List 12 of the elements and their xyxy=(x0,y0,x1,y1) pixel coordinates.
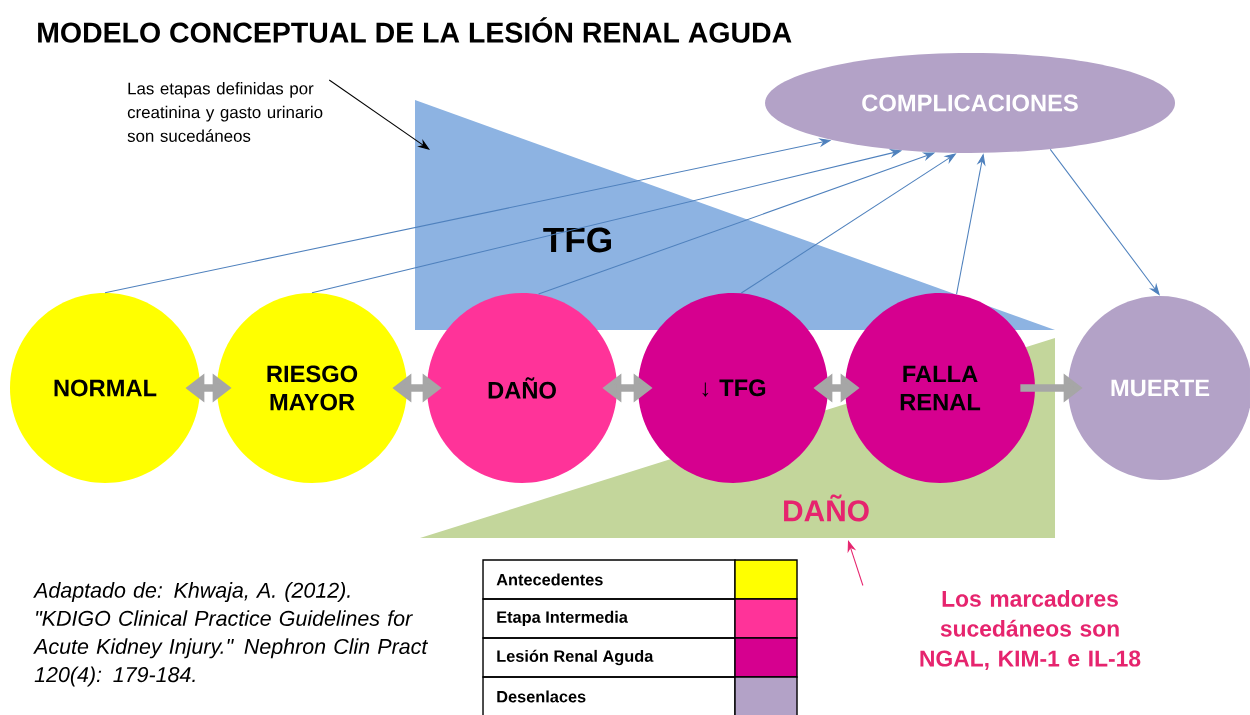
note-text: Las etapas definidas por creatinina y gasto urinario son sucedáneos xyxy=(127,82,323,142)
title: MODELO CONCEPTUAL DE LA LESIÓN RENAL AGUDA xyxy=(38,17,792,43)
legend-label: Desenlaces xyxy=(482,676,736,715)
note-text: Los marcadores sucedáneos son NGAL, KIM-1 e IL-18 xyxy=(920,590,1141,670)
band-label: TFG xyxy=(543,227,611,253)
legend-label: Antecedentes xyxy=(482,559,736,600)
arrow xyxy=(847,540,864,586)
band-label: DAÑO xyxy=(784,494,869,522)
citation-text: Adaptado de: Khwaja, A. (2012). "KDIGO Clinical Practice Guidelines for Acute Kidney Injury." Nephron Clin Pract 120(4): 179-184. xyxy=(33,582,429,687)
legend-label: Etapa Intermedia xyxy=(482,598,736,639)
legend-label: Lesión Renal Aguda xyxy=(482,637,736,678)
arrow xyxy=(328,79,430,150)
